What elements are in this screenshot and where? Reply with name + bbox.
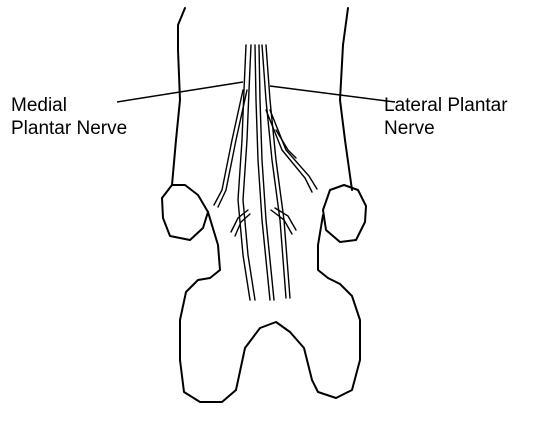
right-heel-pad (323, 185, 366, 242)
lateral-label-line-1: Lateral Plantar (384, 94, 508, 117)
lateral-leader-line (270, 86, 395, 102)
nerve-branch-left-lower-b (235, 214, 250, 236)
left-leg-outline (172, 8, 185, 185)
medial-plantar-nerve-label: Medial Plantar Nerve (11, 94, 127, 140)
medial-label-line-2: Plantar Nerve (11, 117, 127, 140)
lateral-label-line-2: Nerve (384, 117, 508, 140)
left-sole-edge (208, 212, 220, 278)
left-heel-pad (162, 185, 208, 240)
right-sole-edge (318, 215, 328, 278)
lateral-plantar-nerve-label: Lateral Plantar Nerve (384, 94, 508, 140)
right-leg-outline (340, 8, 352, 190)
nerve-branch-right-upper-b (270, 110, 317, 189)
medial-label-line-1: Medial (11, 94, 127, 117)
